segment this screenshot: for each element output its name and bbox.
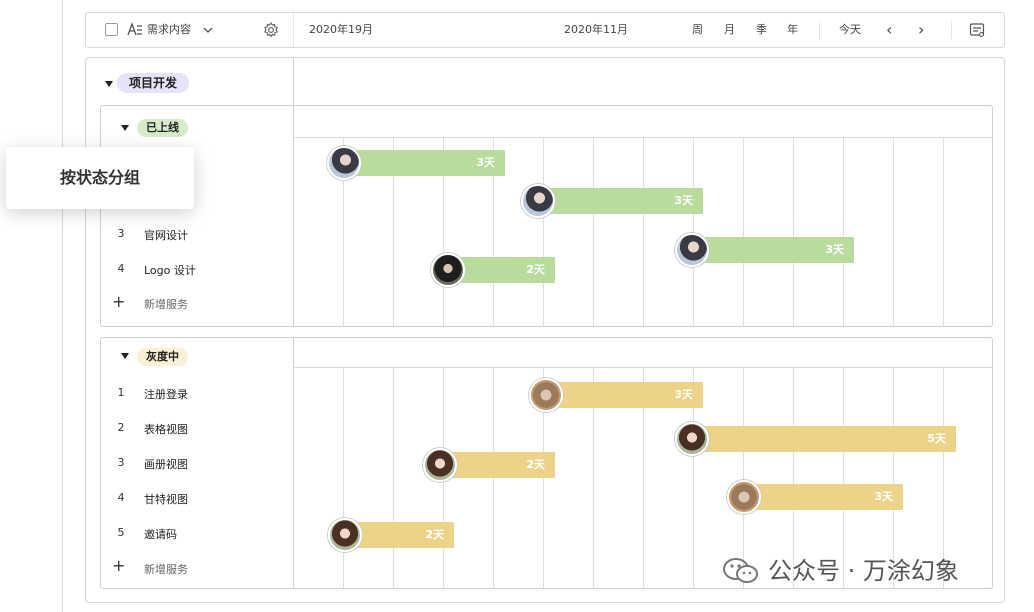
timeline-month-label-2: 2020年11月 <box>564 23 628 36</box>
collapse-caret-icon[interactable] <box>105 81 113 87</box>
gantt-bar[interactable]: 3天 <box>699 237 854 263</box>
field-selector-label[interactable]: 需求内容 <box>147 23 191 36</box>
assignee-avatar[interactable] <box>328 518 362 552</box>
grid-line <box>393 138 394 326</box>
duration-label: 3天 <box>874 490 893 503</box>
row-number: 3 <box>117 456 125 469</box>
row-title[interactable]: 邀请码 <box>144 528 177 541</box>
view-year-button[interactable]: 年 <box>787 23 798 36</box>
duration-label: 2天 <box>526 263 545 276</box>
grid-line <box>843 138 844 326</box>
grid-line <box>543 368 544 588</box>
grid-line <box>793 138 794 326</box>
gantt-bar[interactable]: 2天 <box>352 522 454 548</box>
duration-label: 3天 <box>674 388 693 401</box>
duration-label: 2天 <box>526 458 545 471</box>
grid-line <box>693 138 694 326</box>
grid-line <box>743 368 744 588</box>
grid-line <box>943 138 944 326</box>
prev-period-button[interactable]: ‹ <box>886 20 893 39</box>
row-number: 2 <box>117 421 125 434</box>
grid-line <box>543 138 544 326</box>
task-list-icon[interactable] <box>968 21 986 39</box>
gantt-bar[interactable]: 3天 <box>545 188 703 214</box>
row-title[interactable]: 表格视图 <box>144 423 188 436</box>
text-field-icon <box>127 22 142 36</box>
status-tag: 已上线 <box>137 119 188 137</box>
assignee-avatar[interactable] <box>727 480 761 514</box>
row-number: 1 <box>117 386 125 399</box>
grid-line <box>693 368 694 588</box>
grid-line <box>943 368 944 588</box>
grid-line <box>343 368 344 588</box>
grid-line <box>493 368 494 588</box>
gantt-bar[interactable]: 2天 <box>447 452 555 478</box>
status-group-online: 已上线 3 官网设计 4 Logo 设计 + 新增服务 3天 3天 3天 2天 <box>100 105 993 327</box>
project-tag: 项目开发 <box>117 73 190 93</box>
gear-icon[interactable] <box>262 21 280 39</box>
assignee-avatar[interactable] <box>675 233 709 267</box>
grid-line <box>893 368 894 588</box>
duration-label: 3天 <box>674 194 693 207</box>
grid-line <box>843 368 844 588</box>
grid-line <box>643 138 644 326</box>
row-number: 5 <box>117 526 125 539</box>
grid-line <box>743 138 744 326</box>
window-edge <box>62 0 63 612</box>
add-service-button[interactable]: 新增服务 <box>144 298 188 311</box>
duration-label: 3天 <box>476 156 495 169</box>
column-divider <box>293 57 294 105</box>
row-title[interactable]: 画册视图 <box>144 458 188 471</box>
grid-line <box>893 138 894 326</box>
next-period-button[interactable]: › <box>918 20 925 39</box>
row-title[interactable]: 官网设计 <box>144 229 188 242</box>
duration-label: 5天 <box>927 432 946 445</box>
view-week-button[interactable]: 周 <box>692 23 703 36</box>
grid-line <box>643 368 644 588</box>
view-quarter-button[interactable]: 季 <box>756 23 767 36</box>
gantt-bar[interactable]: 5天 <box>699 426 956 452</box>
assignee-avatar[interactable] <box>529 378 563 412</box>
view-month-button[interactable]: 月 <box>724 23 735 36</box>
row-number: 4 <box>117 262 125 275</box>
assignee-avatar[interactable] <box>521 184 555 218</box>
grid-line <box>343 138 344 326</box>
timeline-month-label-1: 2020年19月 <box>309 23 373 36</box>
row-number: 4 <box>117 491 125 504</box>
status-tag: 灰度中 <box>137 348 188 366</box>
group-by-status-tooltip: 按状态分组 <box>6 147 194 209</box>
gantt-bar[interactable]: 3天 <box>751 484 903 510</box>
grid-line <box>443 138 444 326</box>
row-title[interactable]: Logo 设计 <box>144 264 196 277</box>
duration-label: 2天 <box>425 528 444 541</box>
assignee-avatar[interactable] <box>423 448 457 482</box>
gantt-toolbar: 需求内容 2020年19月 2020年11月 周 月 季 年 今天 ‹ › <box>85 12 1005 48</box>
row-title[interactable]: 甘特视图 <box>144 493 188 506</box>
select-all-checkbox[interactable] <box>105 23 118 36</box>
add-service-button[interactable]: 新增服务 <box>144 563 188 576</box>
gantt-bar[interactable]: 3天 <box>553 382 703 408</box>
chevron-down-icon[interactable] <box>199 21 217 39</box>
grid-line <box>393 368 394 588</box>
collapse-caret-icon[interactable] <box>121 125 129 131</box>
status-group-gray-release: 灰度中 1 注册登录 2 表格视图 3 画册视图 4 甘特视图 5 邀请码 + … <box>100 337 993 589</box>
row-number: 3 <box>117 227 125 240</box>
duration-label: 3天 <box>825 243 844 256</box>
watermark-text: 公众号 · 万涂幻象 <box>768 557 959 585</box>
collapse-caret-icon[interactable] <box>121 353 129 359</box>
gantt-bar[interactable]: 3天 <box>351 150 505 176</box>
wechat-icon <box>723 558 758 583</box>
gantt-bar[interactable]: 2天 <box>455 257 555 283</box>
grid-line <box>593 138 594 326</box>
grid-line <box>793 368 794 588</box>
today-button[interactable]: 今天 <box>839 23 861 36</box>
add-icon[interactable]: + <box>112 556 126 575</box>
grid-line <box>493 138 494 326</box>
row-title[interactable]: 注册登录 <box>144 388 188 401</box>
assignee-avatar[interactable] <box>675 422 709 456</box>
grid-line <box>593 368 594 588</box>
add-icon[interactable]: + <box>112 292 126 311</box>
assignee-avatar[interactable] <box>431 253 465 287</box>
assignee-avatar[interactable] <box>327 146 361 180</box>
